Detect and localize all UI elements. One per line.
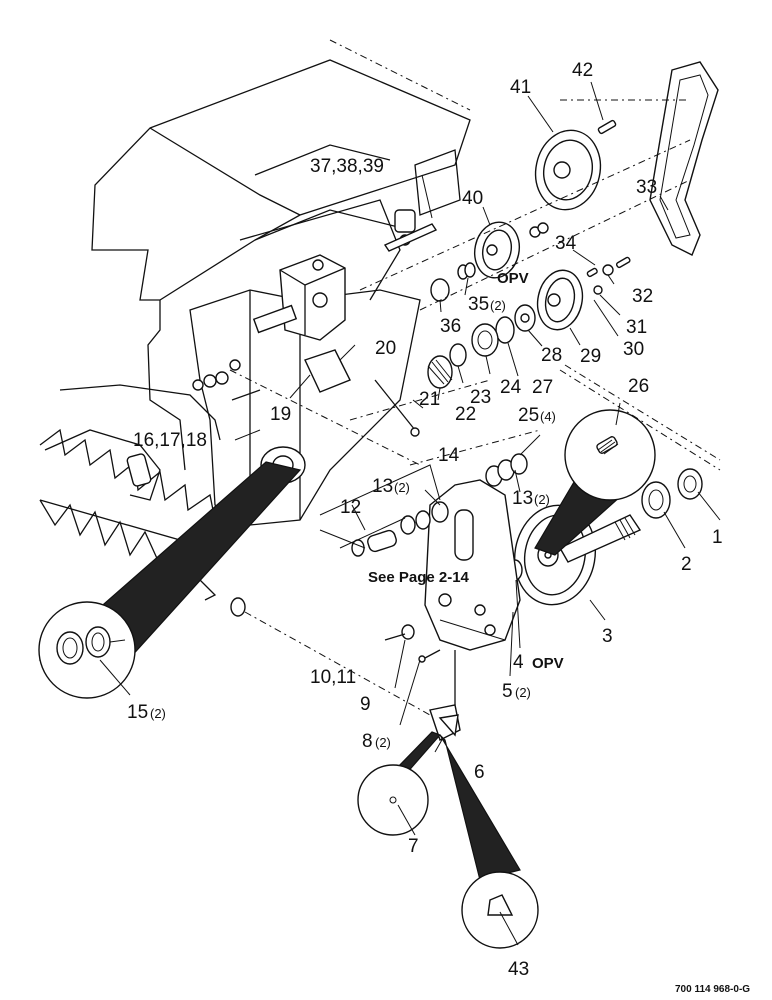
callout-10-11: 10,11	[310, 667, 356, 688]
callout-13b: 13	[512, 488, 533, 509]
callout-36: 36	[440, 316, 461, 337]
callout-31: 31	[626, 317, 647, 338]
callout-12: 12	[340, 497, 361, 518]
callout-43: 43	[508, 959, 529, 980]
qty-13b: (2)	[534, 492, 550, 507]
opv-note-3: OPV	[532, 655, 564, 672]
callout-16-17-18: 16,17,18	[133, 430, 207, 451]
callout-41: 41	[510, 77, 531, 98]
bracket-plate	[424, 479, 521, 651]
opv-note-40: OPV	[497, 270, 529, 287]
callout-33: 33	[636, 177, 657, 198]
callout-35: 35	[468, 294, 489, 315]
spacer-stack	[339, 453, 528, 557]
qty-5: (2)	[515, 685, 531, 700]
callout-37-38-39: 37,38,39	[310, 156, 384, 177]
callout-27: 27	[532, 377, 553, 398]
quantity-labels: (2) (2) (2) (2) (2) (4) (2)	[150, 298, 556, 750]
inset-key-26	[534, 402, 656, 556]
callout-labels: 1 2 3 4 5 6 7 8 9 10,11 12 13 13 14 15 1…	[127, 60, 723, 980]
callout-8: 8	[362, 731, 373, 752]
callout-20: 20	[375, 338, 396, 359]
callout-6: 6	[474, 762, 485, 783]
see-page-note: See Page 2-14	[368, 569, 470, 586]
misc-hardware	[229, 364, 721, 466]
cutterbar	[39, 384, 431, 716]
callout-32: 32	[632, 286, 653, 307]
callout-4: 4	[513, 652, 524, 673]
callout-23: 23	[470, 387, 491, 408]
callout-34: 34	[555, 233, 577, 254]
callout-1: 1	[712, 527, 723, 548]
qty-35: (2)	[490, 298, 506, 313]
callout-22: 22	[455, 404, 476, 425]
qty-13a: (2)	[394, 480, 410, 495]
callout-2: 2	[681, 554, 692, 575]
qty-8: (2)	[375, 735, 391, 750]
inset-bearing-15	[38, 461, 302, 699]
lower-insets	[357, 624, 539, 949]
qty-25: (4)	[540, 409, 556, 424]
callout-29: 29	[580, 346, 601, 367]
callout-30: 30	[623, 339, 644, 360]
callout-25: 25	[518, 405, 539, 426]
callout-3: 3	[602, 626, 613, 647]
callout-15: 15	[127, 702, 148, 723]
qty-15: (2)	[150, 706, 166, 721]
callout-7: 7	[408, 836, 419, 857]
callout-21: 21	[419, 389, 440, 410]
callout-19: 19	[270, 404, 291, 425]
leader-lines	[234, 81, 721, 836]
callout-14: 14	[438, 445, 460, 466]
callout-26: 26	[628, 376, 649, 397]
callout-40: 40	[462, 188, 483, 209]
header-frame	[91, 39, 471, 526]
drawing-reference-number: 700 114 968-0-G	[675, 984, 750, 995]
callout-9: 9	[360, 694, 371, 715]
callout-28: 28	[541, 345, 562, 366]
callout-42: 42	[572, 60, 593, 81]
pulley-stack	[359, 61, 719, 389]
note-labels: See Page 2-14 OPV OPV	[368, 270, 564, 672]
callout-5: 5	[502, 681, 513, 702]
callout-13a: 13	[372, 476, 393, 497]
callout-24: 24	[500, 377, 522, 398]
